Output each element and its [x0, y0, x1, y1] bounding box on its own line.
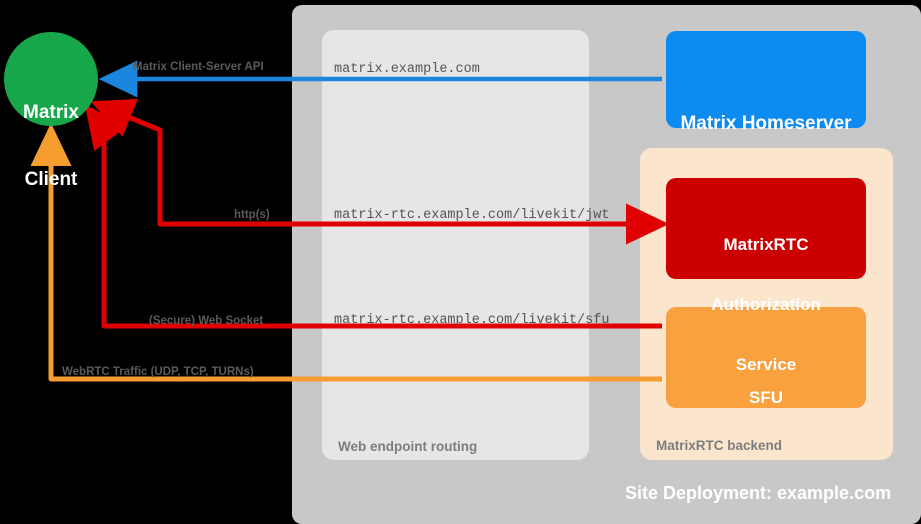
- node-matrix-client[interactable]: [4, 32, 98, 126]
- edge-websocket-line: [84, 104, 662, 329]
- node-matrixrtc-authorization-service[interactable]: [666, 178, 866, 279]
- web-endpoint-routing-panel: [322, 30, 589, 460]
- edge-https-line: [90, 98, 662, 227]
- edge-webrtc-line: [30, 122, 662, 382]
- node-matrix-homeserver[interactable]: [666, 31, 866, 128]
- node-sfu[interactable]: [666, 307, 866, 408]
